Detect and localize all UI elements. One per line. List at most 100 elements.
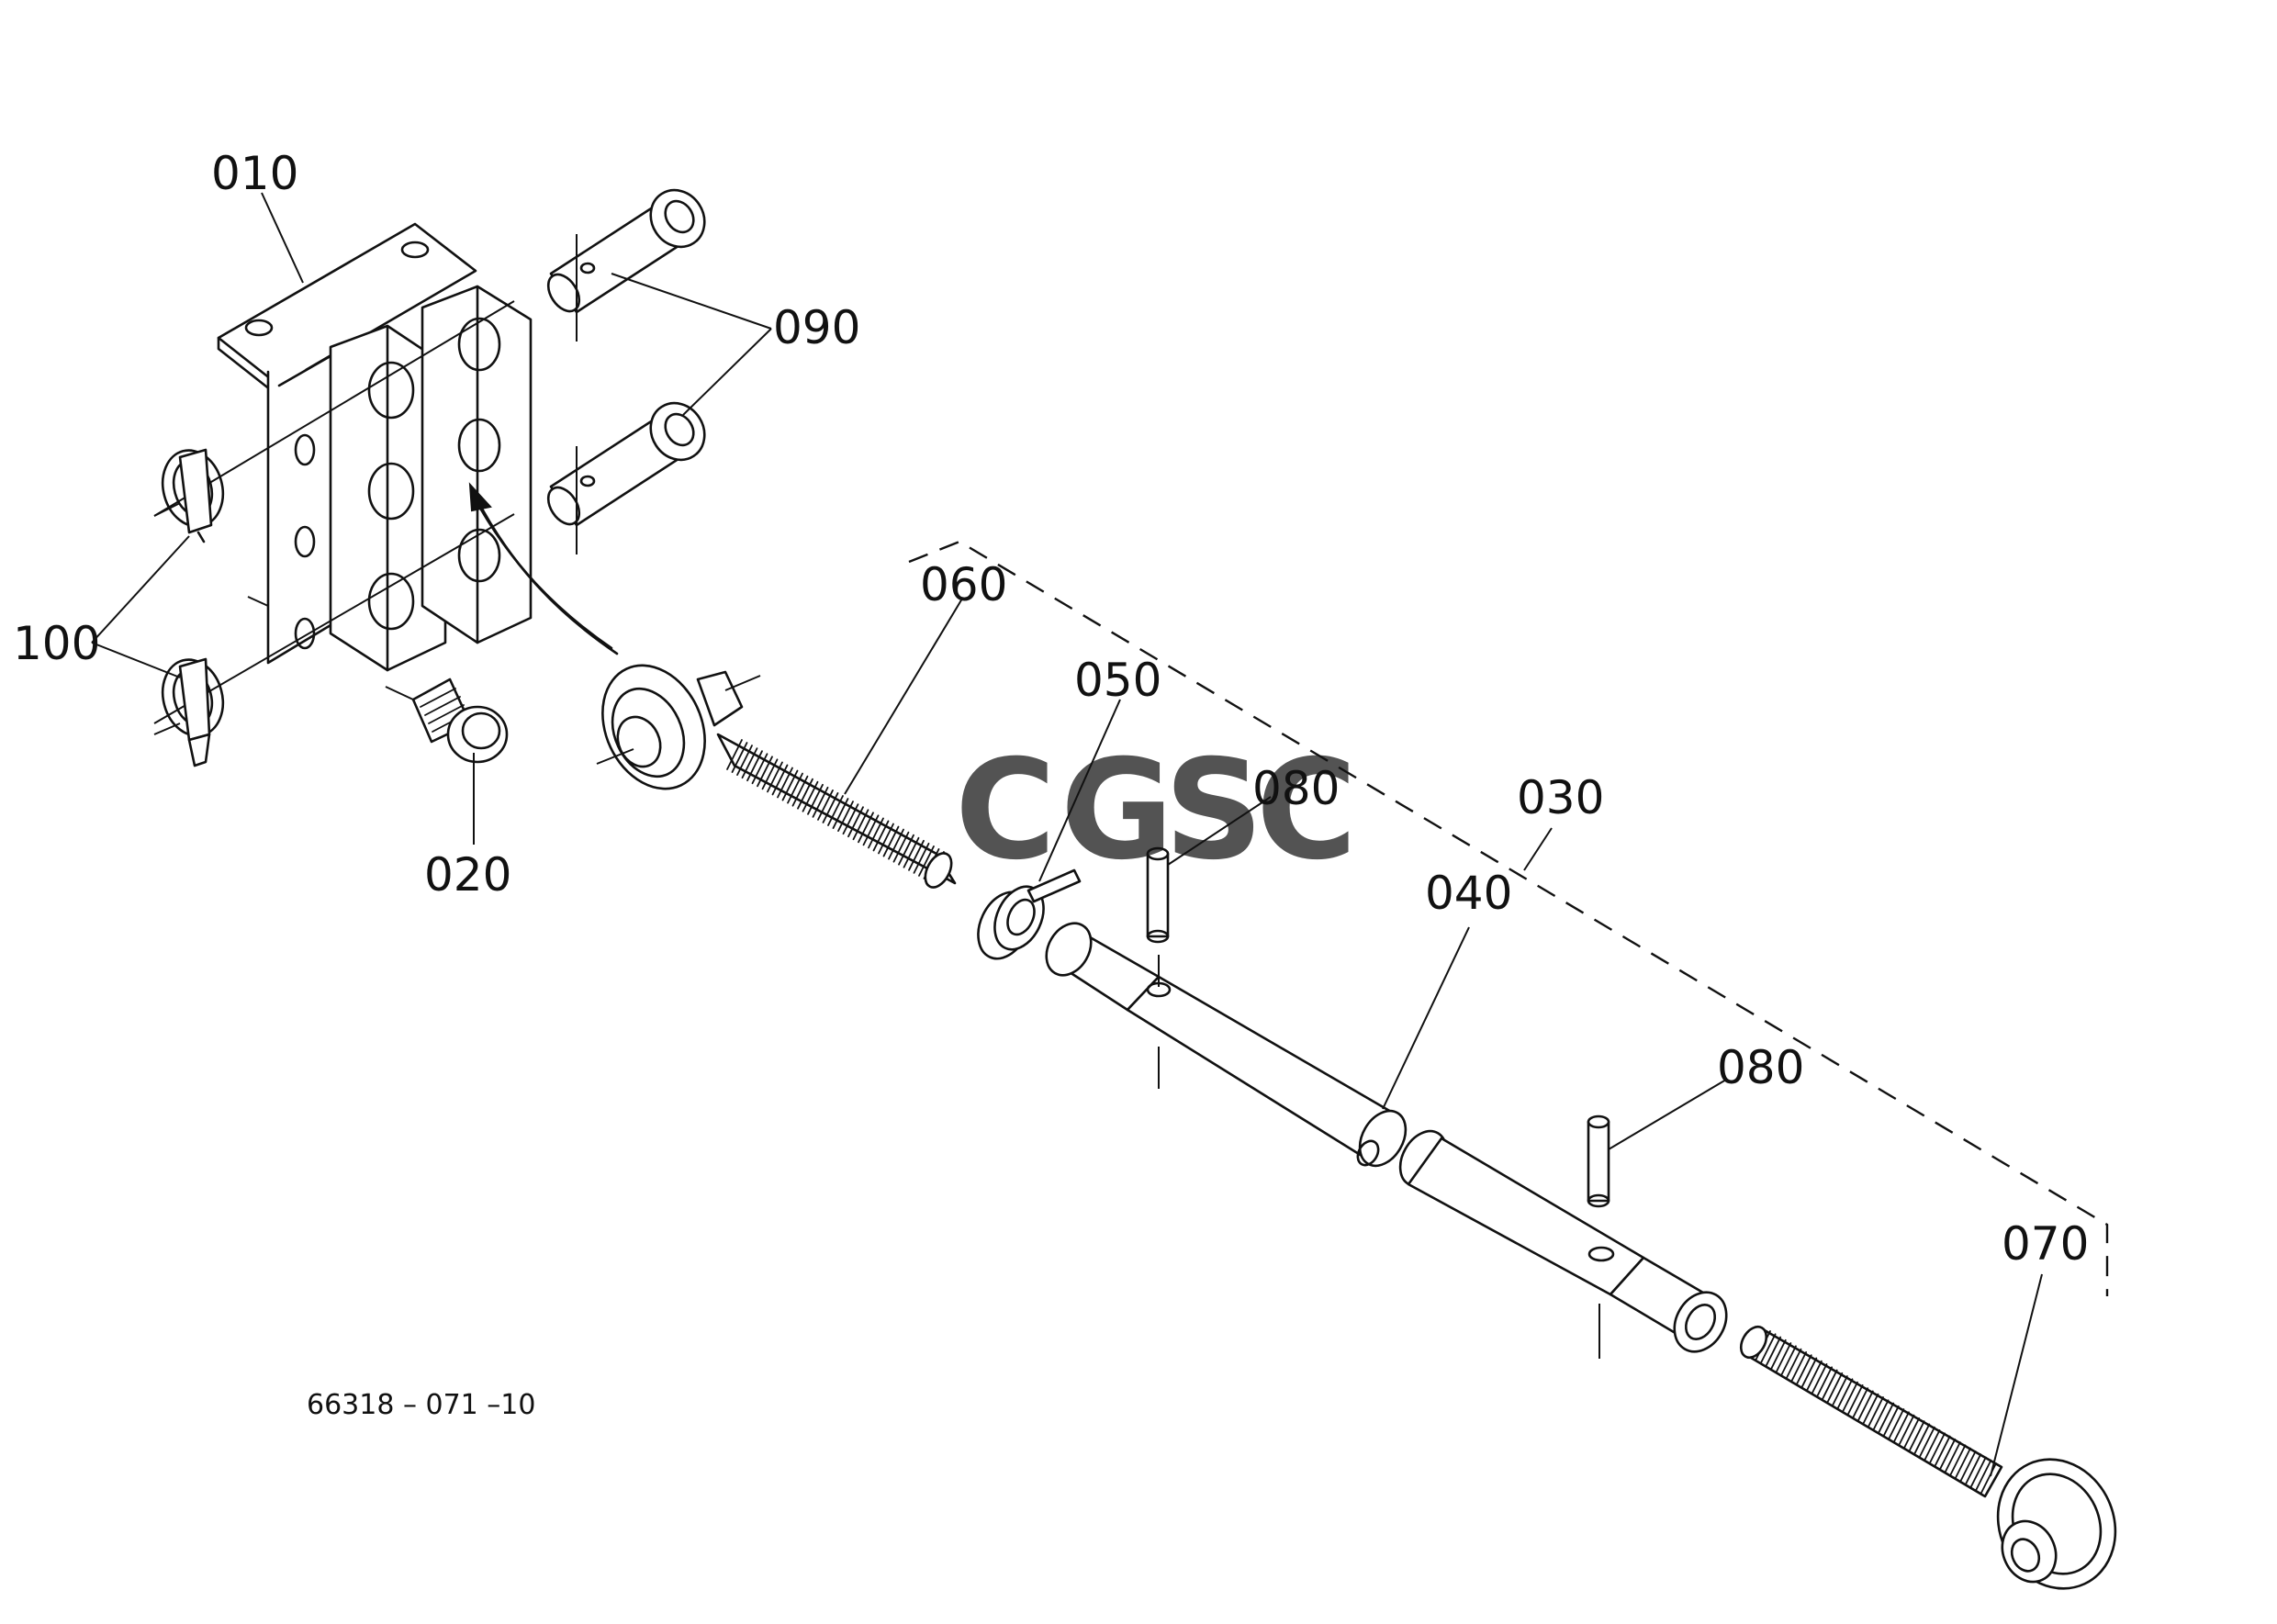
thread-ridge bbox=[1893, 1411, 1910, 1443]
thread-ridge bbox=[1780, 1345, 1797, 1377]
watermark-letter-2: G bbox=[1060, 731, 1173, 890]
thread-ridge bbox=[1878, 1402, 1895, 1434]
spring-pin-080-upper bbox=[1146, 846, 1170, 944]
thread-ridge bbox=[731, 742, 748, 773]
label-010: 010 bbox=[211, 147, 298, 200]
thread-ridge bbox=[1821, 1369, 1838, 1401]
thread-ridge bbox=[1924, 1429, 1941, 1461]
label-030: 030 bbox=[1517, 771, 1604, 824]
label-020: 020 bbox=[424, 848, 511, 902]
thread-ridge bbox=[1806, 1360, 1823, 1392]
thread-ridge bbox=[1965, 1453, 1982, 1485]
lynch-pin-100-lower bbox=[153, 657, 225, 767]
thread-ridge bbox=[787, 772, 803, 804]
thread-ridge bbox=[1888, 1408, 1905, 1439]
thread-ridge bbox=[1816, 1366, 1833, 1398]
label-090: 090 bbox=[773, 301, 860, 354]
thread-ridge bbox=[817, 790, 834, 821]
thread-ridge bbox=[777, 767, 793, 799]
thread-ridge bbox=[1919, 1426, 1935, 1458]
thread-ridge bbox=[903, 836, 920, 868]
thread-ridge bbox=[1969, 1456, 1987, 1488]
thread-ridge bbox=[807, 783, 824, 815]
label-080-lower: 080 bbox=[1717, 1041, 1804, 1094]
watermark-letter-4: C bbox=[1256, 731, 1357, 890]
thread-ridge bbox=[1975, 1459, 1992, 1491]
thread-ridge bbox=[741, 747, 758, 779]
thread-ridge bbox=[898, 834, 914, 866]
thread-ridge bbox=[1955, 1447, 1971, 1479]
label-080-upper: 080 bbox=[1252, 762, 1340, 815]
thread-ridge bbox=[1862, 1393, 1879, 1425]
thread-ridge bbox=[1846, 1384, 1864, 1416]
thread-ridge bbox=[1944, 1441, 1961, 1473]
thread-ridge bbox=[1769, 1338, 1787, 1371]
thread-ridge bbox=[1765, 1336, 1782, 1368]
thread-ridge bbox=[888, 828, 904, 860]
watermark-letter-3: S bbox=[1164, 731, 1263, 890]
label-040: 040 bbox=[1425, 867, 1512, 920]
thread-ridge bbox=[781, 769, 799, 801]
thread-ridge bbox=[1800, 1357, 1818, 1389]
thread-ridge bbox=[802, 780, 819, 812]
thread-ridge bbox=[1939, 1438, 1957, 1470]
thread-ridge bbox=[862, 814, 880, 846]
thread-ridge bbox=[1759, 1333, 1777, 1365]
thread-ridge bbox=[1790, 1351, 1808, 1383]
thread-ridge bbox=[726, 739, 743, 770]
label-060: 060 bbox=[920, 558, 1007, 611]
thread-ridge bbox=[892, 831, 910, 863]
thread-ridge bbox=[832, 798, 849, 829]
thread-ridge bbox=[908, 839, 925, 871]
thread-ridge bbox=[827, 795, 844, 826]
tube-040 bbox=[1045, 922, 1408, 1168]
thread-ridge bbox=[767, 761, 783, 793]
thread-ridge bbox=[1882, 1405, 1900, 1437]
thread-ridge bbox=[1842, 1381, 1858, 1413]
thread-ridge bbox=[1775, 1342, 1792, 1373]
thread-ridge bbox=[1831, 1375, 1848, 1406]
assembly-arrow bbox=[468, 482, 619, 655]
label-050: 050 bbox=[1074, 654, 1161, 707]
watermark-cgsc: C G S C bbox=[955, 731, 1357, 890]
thread-ridge bbox=[852, 809, 869, 841]
label-100: 100 bbox=[13, 617, 100, 670]
thread-ridge bbox=[1908, 1420, 1925, 1452]
lynch-pin-100-upper bbox=[153, 448, 225, 543]
bracket-010 bbox=[153, 222, 533, 724]
thread-ridge bbox=[1795, 1354, 1812, 1386]
thread-ridge bbox=[837, 801, 854, 832]
thread-ridge bbox=[882, 825, 900, 857]
thread-ridge bbox=[1856, 1390, 1874, 1422]
thread-ridge bbox=[797, 778, 813, 810]
thread-ridge bbox=[1903, 1417, 1921, 1449]
leader-lines bbox=[91, 192, 2043, 1477]
thread-ridge bbox=[1913, 1423, 1931, 1455]
clevis-pin-090-upper bbox=[546, 188, 706, 342]
part-labels: 010 090 100 020 060 050 080 030 040 080 … bbox=[13, 147, 2089, 1271]
thread-ridge bbox=[847, 806, 864, 838]
thread-ridge bbox=[1934, 1435, 1951, 1467]
drawing-code: 66318 – 071 –10 bbox=[307, 1389, 535, 1421]
thread-ridge bbox=[858, 812, 874, 844]
spring-pin-080-lower bbox=[1587, 1114, 1610, 1208]
thread-ridge bbox=[812, 786, 829, 818]
thread-ridge bbox=[822, 792, 839, 823]
thread-ridge bbox=[761, 758, 779, 790]
thread-ridge bbox=[757, 756, 773, 788]
thread-ridge bbox=[913, 842, 930, 874]
label-070: 070 bbox=[2002, 1217, 2089, 1271]
clevis-pin-090-lower bbox=[546, 401, 706, 554]
thread-ridge bbox=[1959, 1450, 1977, 1482]
rod-end-070 bbox=[1739, 1325, 2117, 1590]
thread-ridge bbox=[1868, 1396, 1884, 1428]
thread-ridge bbox=[1980, 1462, 1997, 1494]
thread-ridge bbox=[1785, 1348, 1802, 1380]
rod-end-060 bbox=[596, 664, 957, 889]
thread-ridge bbox=[1898, 1414, 1915, 1446]
assembly-group-030-outline bbox=[908, 540, 2109, 1296]
thread-ridge bbox=[1872, 1399, 1890, 1431]
watermark-letter-1: C bbox=[955, 731, 1056, 890]
